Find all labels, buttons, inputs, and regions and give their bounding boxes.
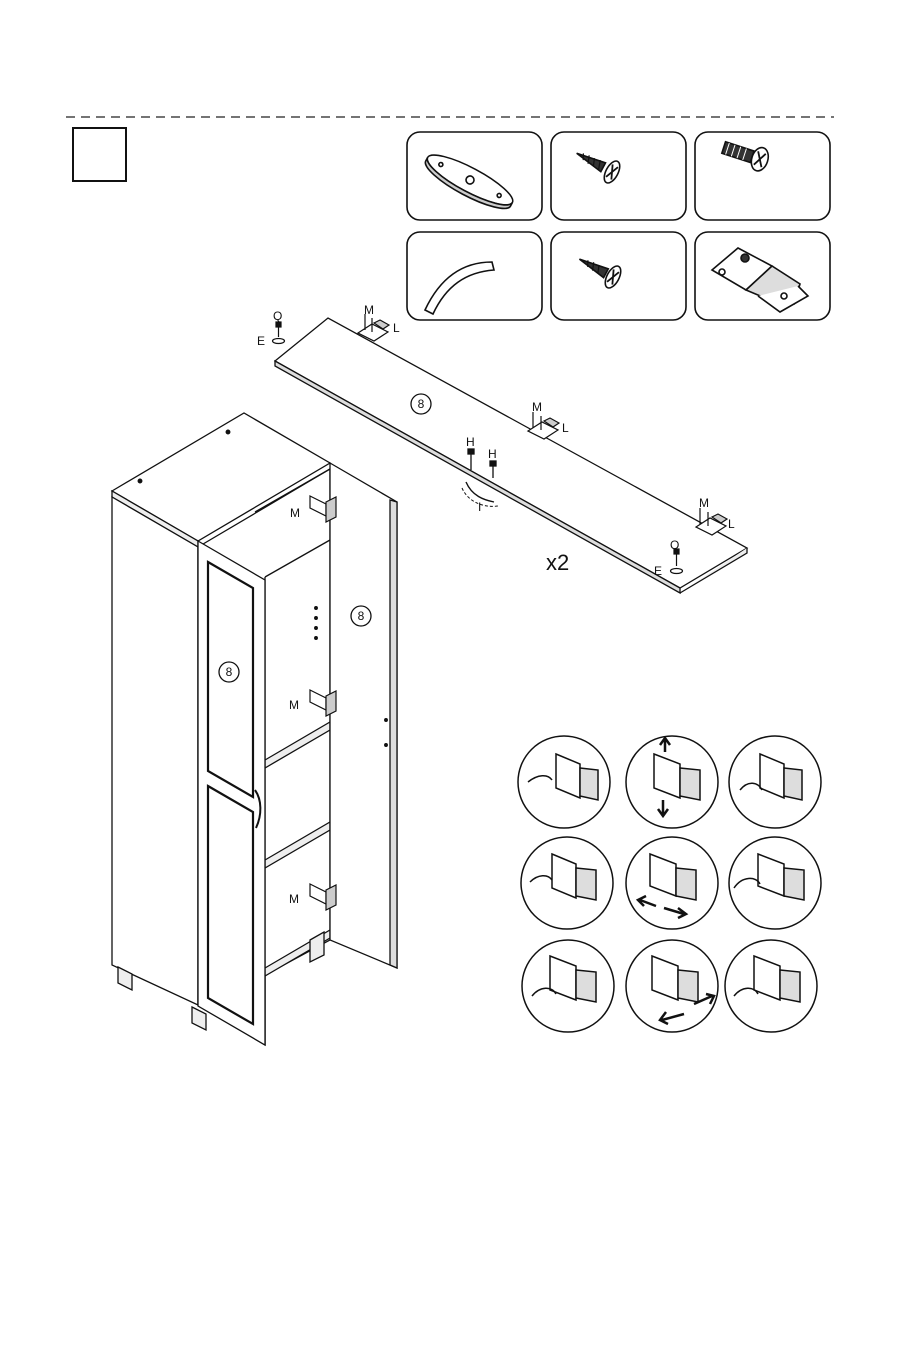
left-door-number: 8 (219, 662, 239, 682)
wood-screw-icon (551, 132, 686, 220)
step-number-box (73, 128, 126, 181)
panel-part-number: 8 (411, 394, 431, 414)
label-m-cabinet-bottom: M (289, 892, 299, 906)
label-m-middle: M (532, 400, 542, 414)
label-m-bottom: M (699, 496, 709, 510)
handle-plate-icon (407, 132, 542, 220)
hinge-adjust-tighten-icon (522, 940, 614, 1032)
svg-text:8: 8 (418, 397, 425, 411)
right-door-number: 8 (351, 606, 371, 626)
label-e-top: E (257, 334, 265, 348)
handle-icon (407, 232, 542, 320)
label-h-left: H (466, 435, 475, 449)
panel-plate-screw-top (273, 322, 285, 344)
hinge-adjust-loosen-icon (725, 940, 817, 1032)
hinge-adjust-depth-icon (521, 837, 613, 929)
svg-text:8: 8 (358, 609, 365, 623)
right-door (330, 463, 397, 968)
label-e-bottom: E (654, 564, 662, 578)
panel-quantity: x2 (546, 550, 569, 575)
label-m-cabinet-middle: M (289, 698, 299, 712)
hinge-adjust-tilt-icon (518, 736, 610, 828)
hinge-adjust-screw-icon (729, 736, 821, 828)
label-m-top: M (364, 303, 374, 317)
short-screw-icon (551, 232, 686, 320)
label-l-bottom: L (728, 517, 735, 531)
label-h-right: H (488, 447, 497, 461)
label-q-top: Q (273, 309, 282, 323)
hinge-icon (695, 232, 830, 320)
machine-screw-icon (695, 132, 830, 220)
label-q-bottom: Q (670, 538, 679, 552)
left-door (198, 541, 265, 1045)
hinge-adjust-horizontal-icon (626, 837, 718, 929)
hinge-adjustment-grid (518, 736, 821, 1032)
parts-grid (407, 132, 830, 320)
label-l-middle: L (562, 421, 569, 435)
hinge-adjust-vertical-icon (626, 736, 718, 828)
hinge-adjust-slide-icon (626, 940, 718, 1032)
label-i: I (478, 500, 481, 514)
hinge-adjust-rotate-icon (729, 837, 821, 929)
label-l-top: L (393, 321, 400, 335)
label-m-cabinet-top: M (290, 506, 300, 520)
svg-text:8: 8 (226, 665, 233, 679)
